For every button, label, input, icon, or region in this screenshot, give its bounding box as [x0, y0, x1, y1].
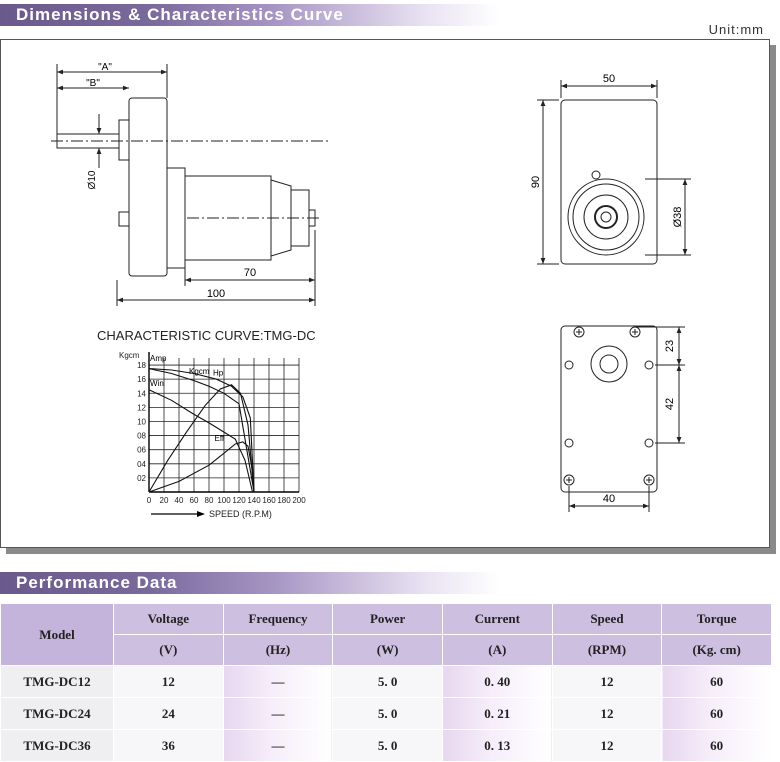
technical-drawing: "A" "B" Ø10 70 100 50 90 Ø38: [51, 62, 691, 519]
header-frequency: Frequency: [222, 603, 334, 635]
cell-voltage: 24: [113, 697, 224, 730]
header-speed: Speed: [551, 603, 663, 635]
cell-power: 5. 0: [332, 697, 443, 730]
chart-x-tick-label: 100: [217, 496, 231, 505]
side-view: [51, 64, 331, 306]
chart-x-tick-label: 180: [277, 496, 291, 505]
cell-torque: 60: [661, 665, 772, 698]
front-view: [537, 80, 691, 265]
chart-series-amp: [148, 368, 255, 493]
chart-y-tick-label: 12: [137, 403, 146, 412]
table-row: TMG-DC24 24 — 5. 0 0. 21 12 60: [0, 697, 772, 730]
cell-frequency: —: [222, 697, 334, 730]
front-height-label: 90: [530, 176, 542, 188]
chart-y-tick-label: 16: [137, 375, 146, 384]
motor-dia-label: Ø38: [672, 207, 684, 228]
performance-table: Model Voltage Frequency Power Current Sp…: [0, 603, 772, 762]
chart-curve-label: Win: [150, 379, 164, 388]
cell-torque: 60: [661, 697, 772, 730]
unit-current: (A): [441, 634, 553, 666]
mount-width-label: 40: [603, 493, 615, 505]
chart-y-tick-label: 10: [137, 417, 146, 426]
cell-torque: 60: [661, 729, 772, 762]
motor-circle: [567, 178, 645, 256]
chart-y-axis-title: Kgcm: [119, 351, 140, 360]
cell-power: 5. 0: [332, 665, 443, 698]
unit-label: Unit:mm: [708, 22, 764, 37]
unit-power: (W): [332, 634, 443, 666]
chart-x-tick-label: 60: [190, 496, 199, 505]
cell-frequency: —: [222, 665, 334, 698]
unit-torque: (Kg. cm): [661, 634, 772, 666]
unit-frequency: (Hz): [222, 634, 334, 666]
chart-y-tick-label: 04: [137, 460, 146, 469]
total-length-label: 100: [207, 288, 225, 300]
chart-series-hp: [148, 384, 255, 493]
cell-model: TMG-DC12: [0, 665, 114, 698]
motor-length-label: 70: [244, 267, 256, 279]
chart-x-tick-label: 0: [147, 496, 152, 505]
mount-plate: [560, 325, 658, 493]
chart-series-kgcm: [148, 368, 255, 493]
header-current: Current: [441, 603, 553, 635]
chart-x-tick-label: 160: [262, 496, 276, 505]
header-voltage: Voltage: [113, 603, 224, 635]
header-torque: Torque: [661, 603, 772, 635]
chart-curve-label: Hp: [213, 369, 224, 378]
mount-view: [560, 325, 685, 512]
chart-y-tick-label: 14: [137, 389, 146, 398]
cell-current: 0. 21: [441, 697, 553, 730]
cell-model: TMG-DC24: [0, 697, 114, 730]
chart-x-tick-label: 140: [247, 496, 261, 505]
section-title-dimensions: Dimensions & Characteristics Curve: [0, 4, 500, 26]
cell-voltage: 12: [113, 665, 224, 698]
chart-y-tick-label: 18: [137, 361, 146, 370]
gearbox-body: [128, 97, 168, 277]
mount-dim-top-label: 23: [664, 340, 676, 352]
dim-a-label: "A": [98, 62, 112, 73]
chart-y-tick-label: 08: [137, 432, 146, 441]
chart-series-win: [148, 389, 254, 493]
chart-curve-label: Eff: [215, 434, 225, 443]
mount-dim-mid-label: 42: [664, 398, 676, 410]
chart-x-tick-label: 120: [232, 496, 246, 505]
table-header-row-units: (V) (Hz) (W) (A) (RPM) (Kg. cm): [1, 634, 772, 666]
chart-title: CHARACTERISTIC CURVE:TMG-DC: [97, 328, 316, 343]
table-row: TMG-DC12 12 — 5. 0 0. 40 12 60: [0, 665, 772, 698]
dim-b-label: "B": [86, 78, 100, 89]
chart-x-tick-label: 80: [205, 496, 214, 505]
chart-x-tick-label: 20: [160, 496, 169, 505]
header-power: Power: [332, 603, 443, 635]
unit-voltage: (V): [113, 634, 224, 666]
chart-series-eff: [148, 441, 255, 493]
chart-y-tick-label: 02: [137, 474, 146, 483]
cell-current: 0. 40: [441, 665, 553, 698]
header-model: Model: [0, 603, 114, 666]
section-title-performance: Performance Data: [0, 572, 500, 594]
chart-x-tick-label: 40: [175, 496, 184, 505]
cell-speed: 12: [551, 697, 663, 730]
cell-speed: 12: [551, 665, 663, 698]
gearbox-front-face: [560, 99, 658, 265]
drawing-panel: "A" "B" Ø10 70 100 50 90 Ø38: [0, 39, 770, 548]
chart-y-tick-label: 06: [137, 446, 146, 455]
front-width-label: 50: [603, 73, 615, 85]
chart-x-tick-label: 200: [292, 496, 306, 505]
chart-curve-label: Amp: [150, 354, 167, 363]
table-header-row-top: Model Voltage Frequency Power Current Sp…: [0, 603, 772, 666]
unit-speed: (RPM): [551, 634, 663, 666]
chart-x-axis-title: SPEED (R.P.M): [209, 509, 272, 519]
chart-x-axis-arrowhead: [197, 511, 205, 517]
shaft-dia-label: Ø10: [87, 170, 98, 189]
chart-curve-label: Kgcm: [189, 367, 210, 376]
